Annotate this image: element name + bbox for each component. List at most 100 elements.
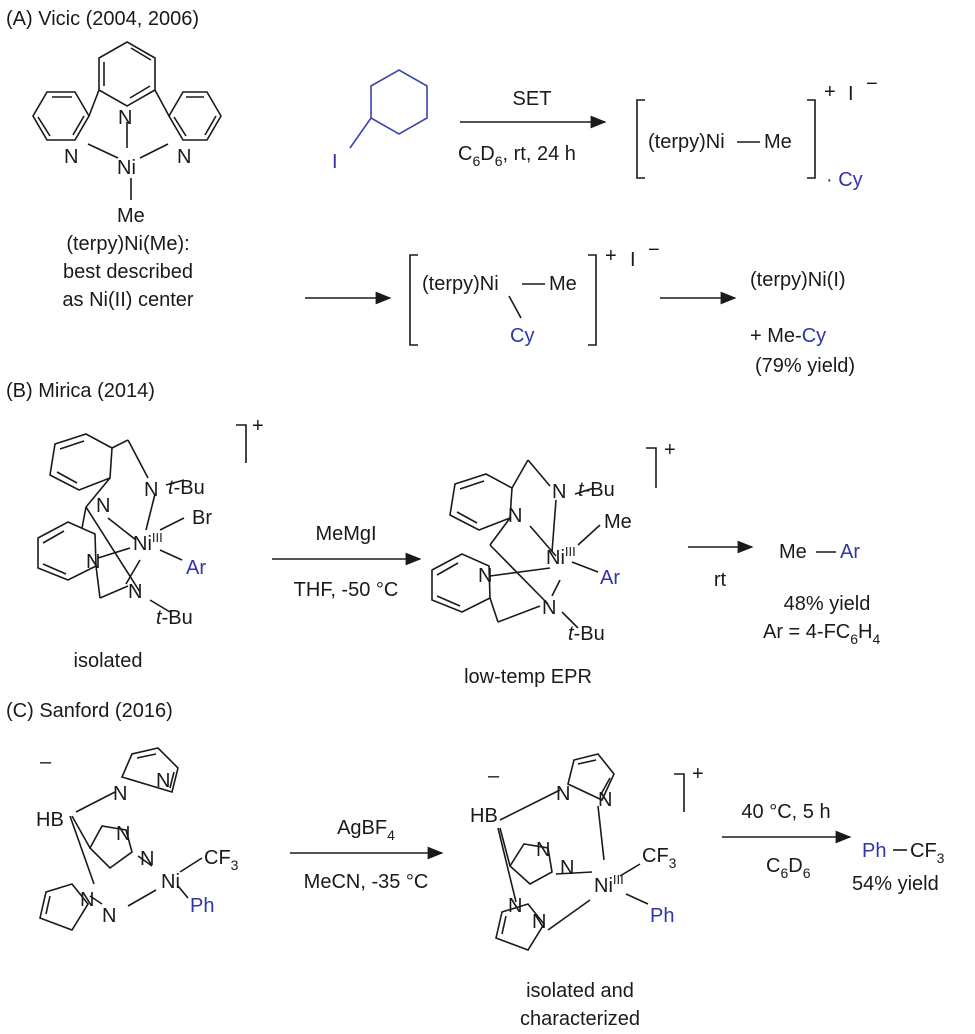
sanford1-ph: Ph <box>190 895 214 917</box>
cy-radical: · Cy <box>826 169 863 191</box>
intermediate-1-anion-charge: − <box>866 73 878 95</box>
intermediate-1-charge: + <box>824 81 836 103</box>
mirica2-n-pyr1: N <box>508 505 522 527</box>
section-b-heading: (B) Mirica (2014) <box>6 380 155 402</box>
complex-caption-3: as Ni(II) center <box>62 289 193 311</box>
mirica2-ni: NiIII <box>546 544 576 569</box>
product-c-yield: 54% yield <box>852 873 939 895</box>
mirica1-n-top: N <box>144 479 158 501</box>
bracket-a2-left <box>409 254 418 346</box>
section-a-heading: (A) Vicic (2004, 2006) <box>6 8 199 30</box>
intermediate-2-cy: Cy <box>510 325 534 347</box>
terpy-ni: Ni <box>117 157 136 179</box>
sanford2-n1: N <box>556 783 570 805</box>
sanford2-minus: – <box>488 765 500 787</box>
sanford2-caption-1: isolated and <box>526 980 634 1002</box>
bracket-a1-left <box>636 99 645 179</box>
mirica2-n-bottom: N <box>542 597 556 619</box>
sanford2-n5: N <box>508 895 522 917</box>
terpy-me: Me <box>117 205 145 227</box>
intermediate-2-left: (terpy)Ni <box>422 273 499 295</box>
sanford2-n3: N <box>536 839 550 861</box>
terpy-n-left: N <box>64 146 78 168</box>
sanford1-cf3: CF3 <box>204 847 239 873</box>
sanford2-charge: + <box>692 763 704 785</box>
mirica1-br: Br <box>192 507 212 529</box>
arrow-a1-bottom: C6D6, rt, 24 h <box>458 143 576 169</box>
arrow-b1-bottom: THF, -50 °C <box>294 579 399 601</box>
intermediate-2-right: Me <box>549 273 577 295</box>
mirica2-n-pyr2: N <box>478 565 492 587</box>
mirica1-caption: isolated <box>74 650 143 672</box>
arrow-b1-top: MeMgI <box>315 523 376 545</box>
mirica1-ar: Ar <box>186 557 206 579</box>
sanford2-ph: Ph <box>650 905 674 927</box>
product-b-yield: 48% yield <box>784 593 871 615</box>
sanford2-n4: N <box>560 857 574 879</box>
intermediate-2-anion: I <box>630 249 636 271</box>
sanford1-minus: – <box>40 751 52 773</box>
arrow-c1-top: AgBF4 <box>337 817 395 843</box>
sanford1-ni: Ni <box>161 871 180 893</box>
mirica-complex-1-structure <box>37 424 247 613</box>
mirica1-tbu-top: t-Bu <box>168 477 205 499</box>
intermediate-1-left: (terpy)Ni <box>648 131 725 153</box>
product-a-yield: (79% yield) <box>755 355 855 377</box>
sanford1-n3: N <box>116 823 130 845</box>
arrow-c2-top: 40 °C, 5 h <box>741 801 830 823</box>
terpy-n-right: N <box>177 146 191 168</box>
complex-caption-2: best described <box>63 261 193 283</box>
sanford2-hb: HB <box>470 805 498 827</box>
product-a-line2: + Me-Cy <box>750 325 826 347</box>
sanford2-caption-2: characterized <box>520 1008 640 1030</box>
terpy-n-center: N <box>118 107 132 129</box>
mirica2-caption: low-temp EPR <box>464 666 592 688</box>
arrow-c2-bottom: C6D6 <box>766 855 811 881</box>
sanford1-n2: N <box>156 770 170 792</box>
arrow-b2-bottom: rt <box>714 569 727 591</box>
mirica2-charge: + <box>664 439 676 461</box>
mirica1-n-bottom: N <box>128 581 142 603</box>
mirica2-tbu-bottom: t-Bu <box>568 623 605 645</box>
sanford1-n4: N <box>140 848 154 870</box>
intermediate-2-charge: + <box>605 245 617 267</box>
sanford1-hb: HB <box>36 809 64 831</box>
iodide-label: I <box>332 151 338 173</box>
intermediate-2-anion-charge: − <box>648 239 660 261</box>
sanford-complex-2-structure <box>495 753 685 951</box>
mirica2-ar: Ar <box>600 567 620 589</box>
mirica1-charge: + <box>252 415 264 437</box>
section-c-heading: (C) Sanford (2016) <box>6 700 173 722</box>
mirica1-n-pyr2: N <box>86 551 100 573</box>
product-a-line1: (terpy)Ni(I) <box>750 269 846 291</box>
sanford2-cf3: CF3 <box>642 845 677 871</box>
sanford2-ni: NiIII <box>594 872 624 897</box>
mirica2-n-top: N <box>552 481 566 503</box>
bracket-a2-right <box>588 254 597 346</box>
sanford1-n6: N <box>102 905 116 927</box>
mirica-complex-2-structure <box>431 447 657 629</box>
terpy-ni-me-structure <box>32 41 222 200</box>
sanford2-n2: N <box>598 789 612 811</box>
mirica1-tbu-bottom: t-Bu <box>156 607 193 629</box>
arrow-a1-top: SET <box>513 88 552 110</box>
sanford1-n1: N <box>113 783 127 805</box>
product-c-ph: Ph <box>862 840 886 862</box>
sanford2-n6: N <box>532 911 546 933</box>
cyclohexyl-iodide-structure <box>349 69 428 149</box>
intermediate-1-anion: I <box>848 83 854 105</box>
product-b-ar-def: Ar = 4-FC6H4 <box>763 621 881 647</box>
intermediate-1-right: Me <box>764 131 792 153</box>
arrow-c1-bottom: MeCN, -35 °C <box>304 871 429 893</box>
product-b-ar: Ar <box>840 541 860 563</box>
mirica1-ni: NiIII <box>133 530 163 555</box>
mirica2-tbu-top: t-Bu <box>578 479 615 501</box>
bracket-a1-right <box>807 99 816 179</box>
sanford-complex-1-structure <box>39 747 203 931</box>
mirica1-n-pyr1: N <box>96 495 110 517</box>
mirica2-me: Me <box>604 511 632 533</box>
product-c-cf3: CF3 <box>910 840 945 866</box>
complex-caption-1: (terpy)Ni(Me): <box>66 233 189 255</box>
